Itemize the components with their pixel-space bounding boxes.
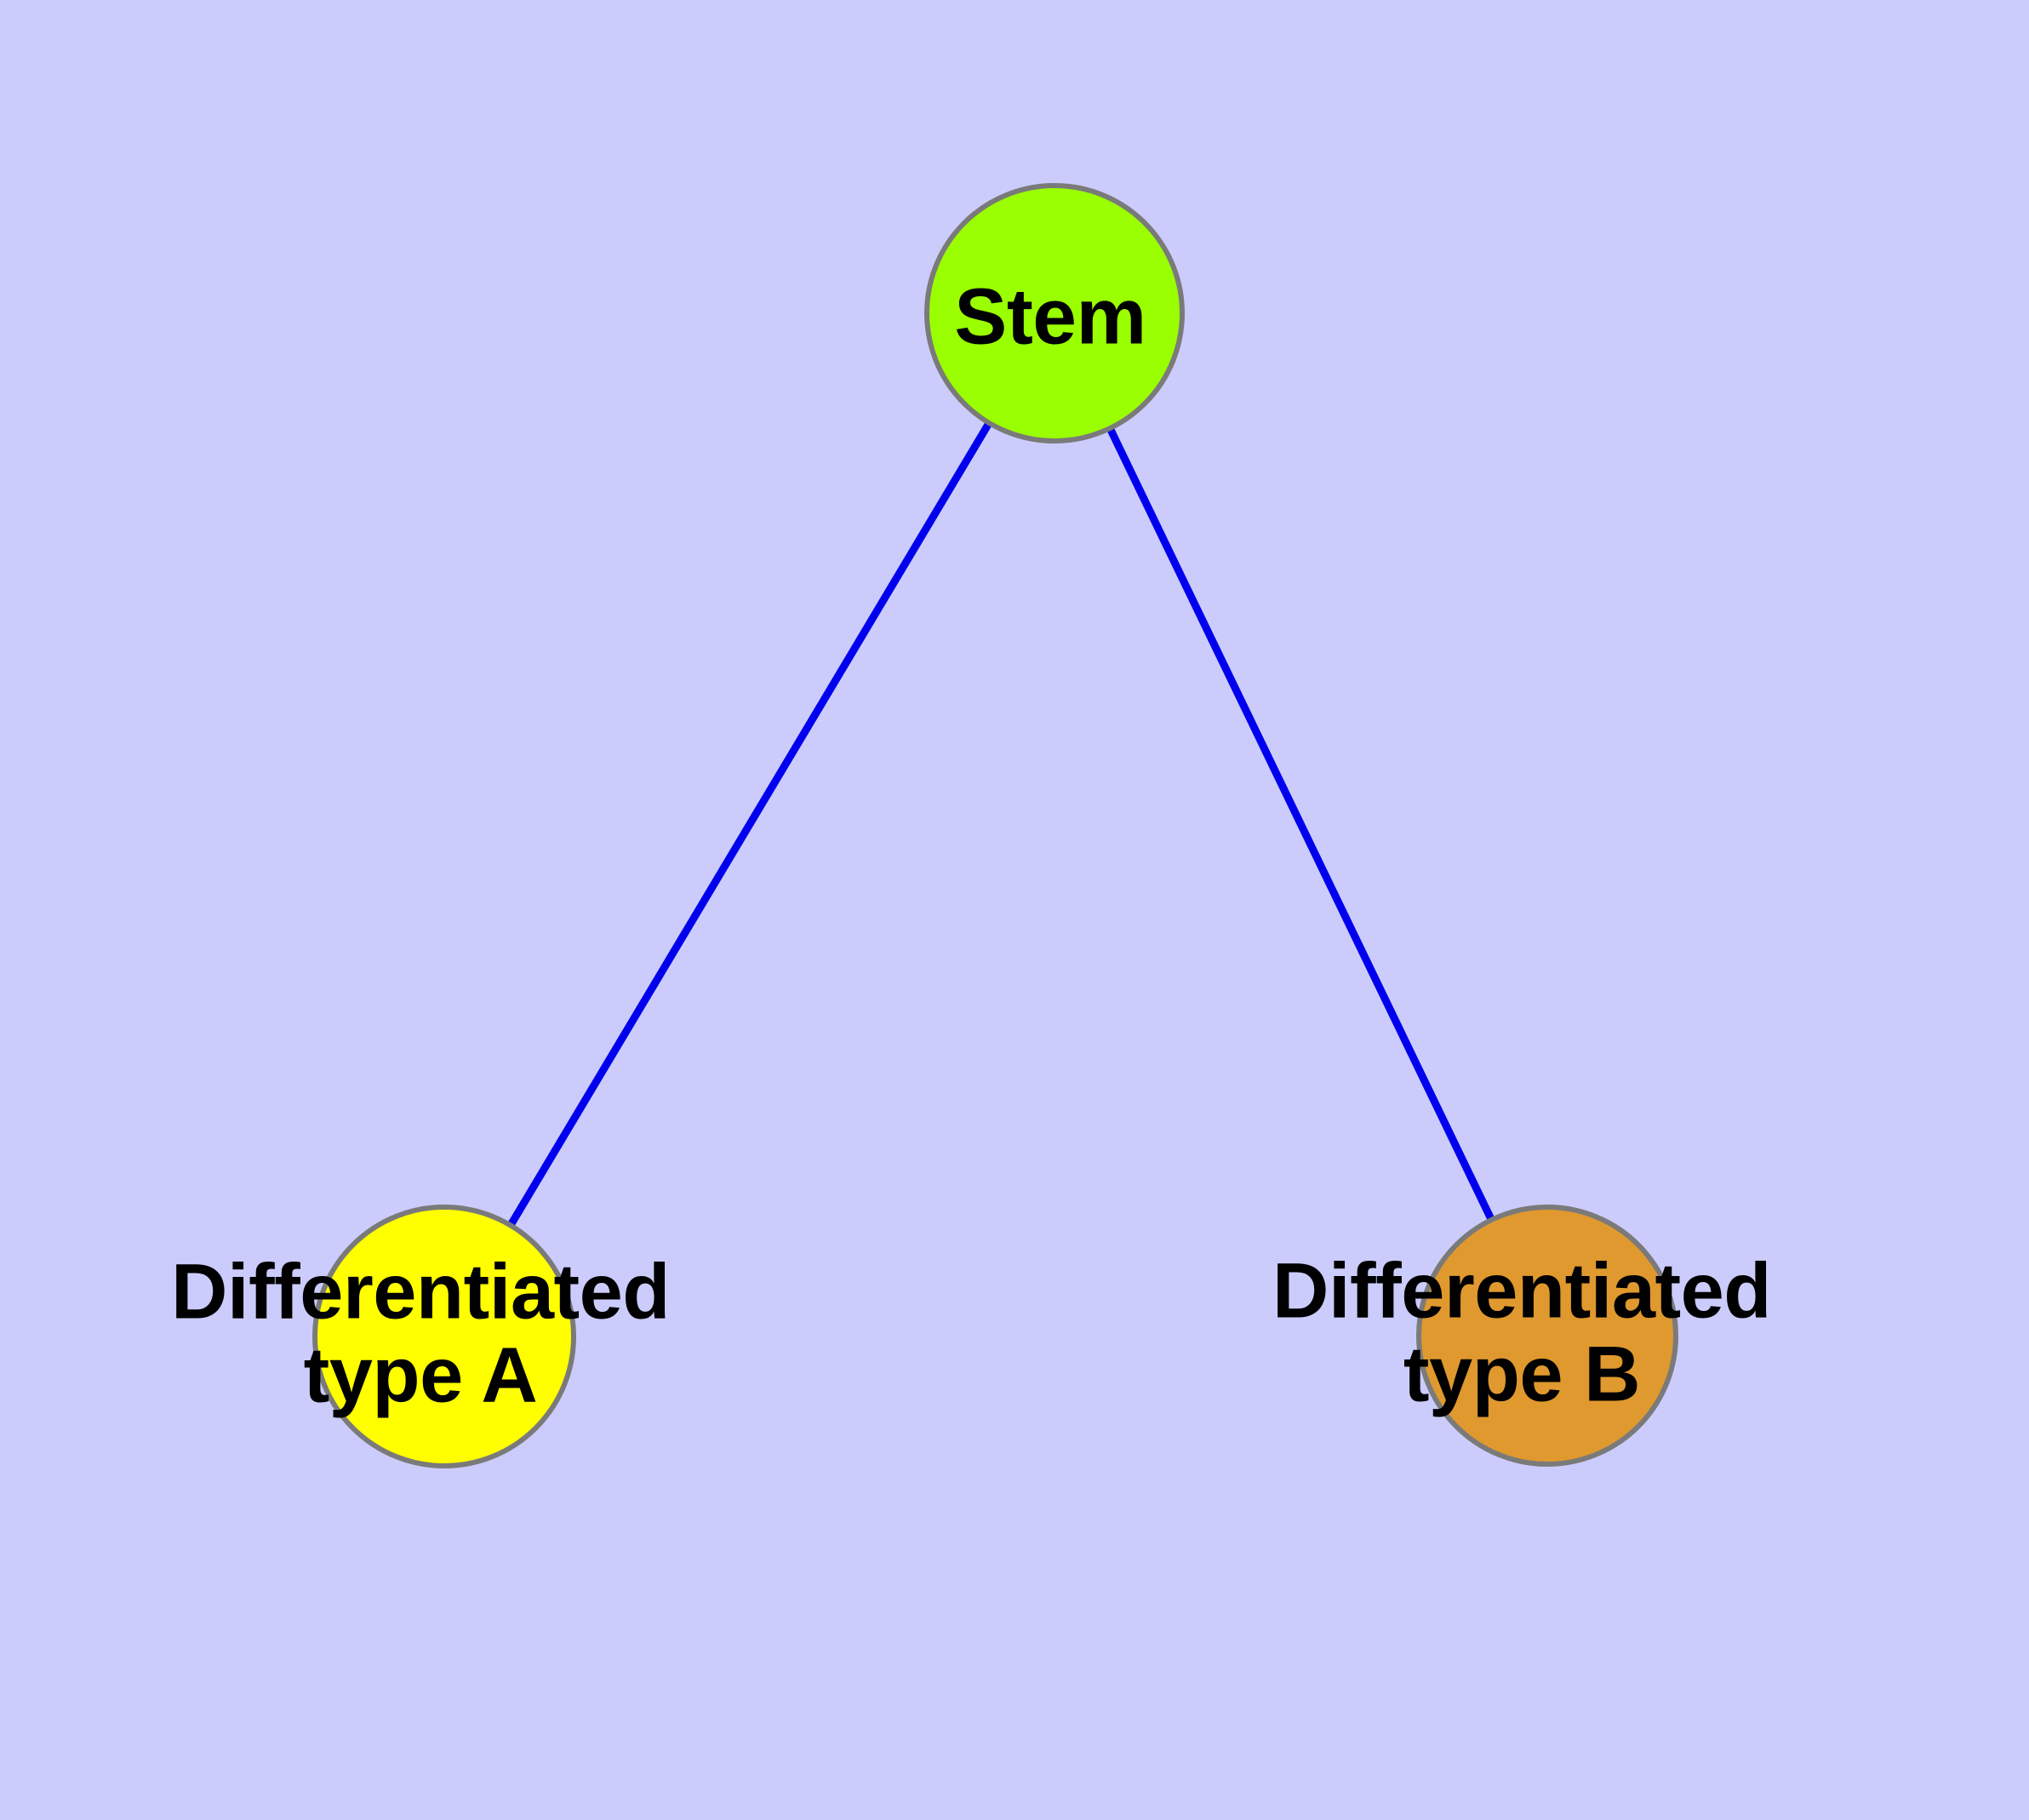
edge-stem-to-differentiated-type-a[interactable] <box>441 311 1058 1339</box>
node-stem[interactable] <box>924 183 1185 444</box>
edge-stem-to-differentiated-type-b[interactable] <box>1050 312 1552 1337</box>
edges-layer <box>441 311 1552 1339</box>
node-differentiated-type-b[interactable] <box>1416 1205 1678 1467</box>
nodes-layer <box>312 183 1678 1468</box>
node-differentiated-type-a[interactable] <box>312 1205 576 1468</box>
